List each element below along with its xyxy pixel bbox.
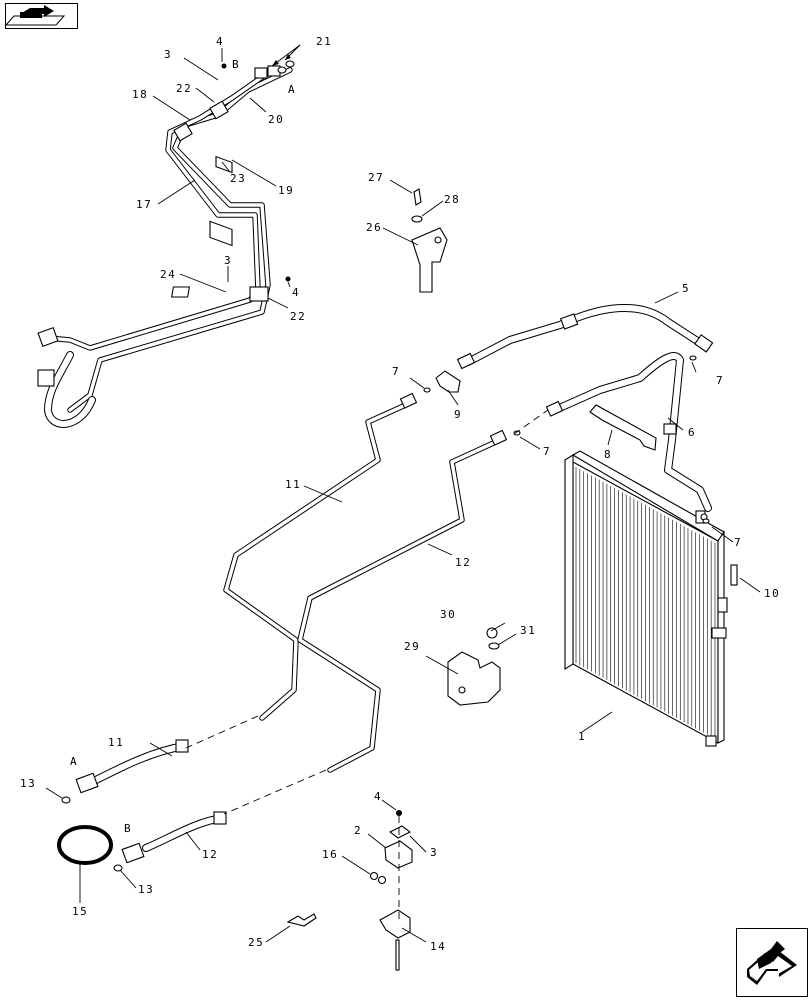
callout-27: 27 [368,171,384,184]
callout-5: 5 [682,282,690,295]
bolt-27[interactable] [413,188,422,206]
connection-b-bottom: B [124,822,132,835]
callout-3-top: 3 [164,48,172,61]
hose-12-lower[interactable] [121,811,227,864]
callout-11-lower: 11 [108,736,124,749]
nut-30[interactable] [486,627,498,639]
callout-4-bottom: 4 [374,790,382,803]
pin-10[interactable] [730,564,738,586]
callout-1: 1 [578,730,586,743]
bracket-26[interactable] [411,227,448,293]
tube-11[interactable] [223,392,418,721]
hose-5[interactable] [456,303,714,370]
nut-4-bottom[interactable] [396,810,402,816]
callout-2: 2 [354,824,362,837]
callout-20: 20 [268,113,284,126]
o-ring-21b[interactable] [285,60,295,68]
tube-12[interactable] [297,429,508,773]
callout-3-bottom: 3 [430,846,438,859]
washer-31[interactable] [488,642,500,650]
callout-14: 14 [430,940,446,953]
screw-16a[interactable] [369,871,379,881]
callout-22-mid: 22 [290,310,306,323]
clip-25[interactable] [286,913,317,927]
next-page-nav-button[interactable] [736,928,808,997]
callout-22-top: 22 [176,82,192,95]
callout-16: 16 [322,848,338,861]
callout-13a: 13 [20,777,36,790]
callout-6: 6 [688,426,696,439]
connection-b-top: B [232,58,240,71]
callout-18: 18 [132,88,148,101]
nut-4-mid[interactable] [285,276,291,282]
o-ring-15[interactable] [57,825,113,865]
o-ring-21a[interactable] [277,66,287,74]
callout-7c: 7 [543,445,551,458]
callout-4-mid: 4 [292,286,300,299]
callout-3-mid: 3 [224,254,232,267]
o-ring-7a[interactable] [689,355,697,361]
callout-26: 26 [366,221,382,234]
callout-4-top: 4 [216,35,224,48]
book-page-nav-button[interactable] [4,3,78,29]
leader-lines [45,44,761,943]
callout-28: 28 [444,193,460,206]
bracket-14[interactable] [379,909,411,939]
washer-28[interactable] [411,215,423,223]
callout-17: 17 [136,198,152,211]
bracket-29[interactable] [447,651,501,706]
hose-6[interactable] [545,352,712,512]
callout-11-upper: 11 [285,478,301,491]
callout-23: 23 [230,172,246,185]
callout-10: 10 [764,587,780,600]
callout-7a: 7 [716,374,724,387]
bracket-8[interactable] [589,404,657,451]
o-ring-7c[interactable] [513,430,521,436]
callout-labels: 1 10 5 6 7 7 7 7 8 9 11 12 30 31 29 27 2… [20,35,780,953]
callout-24: 24 [160,268,176,281]
callout-7b: 7 [392,365,400,378]
callout-21: 21 [316,35,332,48]
clamp-24[interactable] [170,286,191,298]
callout-13b: 13 [138,883,154,896]
hose-11-lower[interactable] [75,739,189,794]
o-ring-13b[interactable] [113,864,123,872]
clamp-block-2[interactable] [384,840,413,869]
o-ring-7d[interactable] [702,518,710,524]
connection-a-bottom: A [70,755,78,768]
screw-16b[interactable] [377,875,387,885]
callout-12-lower: 12 [202,848,218,861]
callout-15: 15 [72,905,88,918]
radiator-core[interactable] [564,450,728,747]
callout-31: 31 [520,624,536,637]
callout-30: 30 [440,608,456,621]
callout-8: 8 [604,448,612,461]
callout-29: 29 [404,640,420,653]
callout-7d: 7 [734,536,742,549]
o-ring-13a[interactable] [61,796,71,804]
connection-a-top: A [288,83,296,96]
callout-9: 9 [454,408,462,421]
callout-19: 19 [278,184,294,197]
callout-25: 25 [248,936,264,949]
nut-4-top[interactable] [221,63,227,69]
o-ring-7b[interactable] [423,387,431,393]
book-page-arrow-icon [4,5,66,26]
bolt-14[interactable] [395,939,400,971]
bracket-9[interactable] [435,370,461,393]
callout-12-upper: 12 [455,556,471,569]
next-page-arrow-icon [747,941,797,985]
clamp-3-bottom[interactable] [388,825,412,839]
tube-assembly-17[interactable] [37,65,293,428]
